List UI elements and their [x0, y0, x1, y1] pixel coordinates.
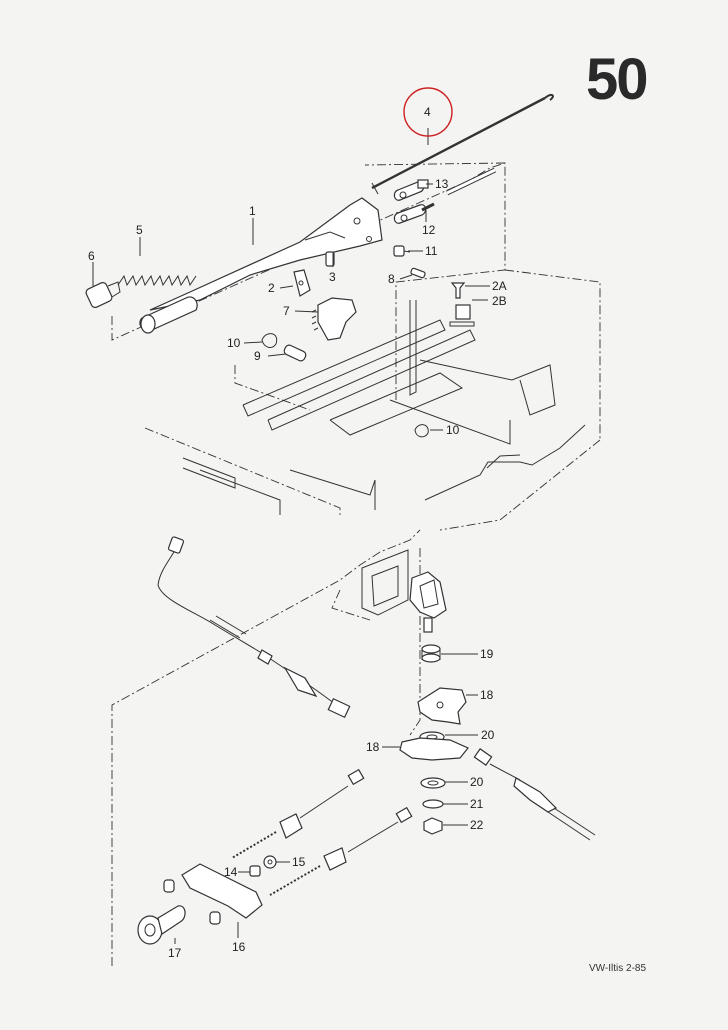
page-number: 50 [586, 47, 648, 112]
main-brake-cable [157, 536, 351, 719]
equalizer-part-18-lower [399, 737, 469, 761]
callout-9: 9 [254, 349, 261, 363]
rear-cable-right [473, 748, 596, 841]
equalizer-part-18-upper [417, 687, 467, 725]
pin-part-8 [410, 267, 426, 279]
pin-part-11 [393, 245, 411, 257]
ratchet-segment-part-7 [311, 297, 357, 341]
screw-part-2a [450, 282, 466, 299]
spacer-part-19 [421, 644, 441, 663]
threaded-rod-pair [445, 167, 497, 196]
pin-part-9 [283, 344, 307, 362]
bolt-part-3 [325, 251, 335, 267]
callout-7: 7 [283, 304, 290, 318]
washer-part-20-lower [420, 777, 446, 789]
callout-5: 5 [136, 223, 143, 237]
callout-10-upper: 10 [227, 336, 241, 350]
callout-1: 1 [249, 204, 256, 218]
callout-2: 2 [268, 281, 275, 295]
leader-lines [92, 128, 490, 944]
callout-2b: 2B [492, 294, 507, 308]
nut-part-22 [423, 817, 443, 835]
footer-model-date: VW-Iltis 2-85 [589, 963, 647, 974]
callout-16: 16 [232, 940, 246, 954]
pawl-part-2 [293, 269, 311, 297]
callout-20-lower: 20 [470, 775, 484, 789]
callout-11: 11 [425, 244, 438, 258]
push-button-part-6 [85, 281, 121, 308]
callout-20-upper: 20 [481, 728, 495, 742]
mounting-box [361, 549, 409, 616]
cable-rod-part-4 [371, 93, 554, 195]
equalizer-bracket [409, 571, 447, 633]
handbrake-lever-part-1 [139, 197, 383, 334]
rear-cable-left-lower [269, 806, 413, 896]
callout-18-upper: 18 [480, 688, 494, 702]
callout-19: 19 [480, 647, 494, 661]
callout-6: 6 [88, 249, 95, 263]
clevis-part-13 [393, 179, 429, 201]
callout-17: 17 [168, 946, 182, 960]
callout-2a: 2A [492, 279, 507, 293]
mount-part-2b [449, 304, 475, 327]
clip-part-10-upper [261, 333, 278, 348]
callout-3: 3 [329, 270, 336, 284]
callout-8: 8 [388, 272, 395, 286]
callout-22: 22 [470, 818, 484, 832]
callout-10-lower: 10 [446, 423, 460, 437]
lower-frame-line [111, 529, 421, 966]
clevis-part-12 [393, 202, 435, 224]
highlight-circle-part-4 [403, 87, 453, 137]
nut-part-15 [263, 855, 277, 869]
spring-part-5 [117, 274, 197, 287]
callout-4: 4 [424, 105, 431, 119]
callout-21: 21 [470, 797, 484, 811]
callout-12: 12 [422, 223, 436, 237]
clip-part-10-lower [414, 424, 429, 438]
vehicle-floor-section [144, 269, 601, 531]
rear-cable-left-upper [231, 768, 365, 859]
callout-15: 15 [292, 855, 306, 869]
washer-part-21 [422, 799, 444, 809]
bushing-part-14 [249, 865, 261, 877]
callout-13: 13 [435, 177, 449, 191]
grommet-part-17 [137, 905, 186, 945]
lower-frame-line-3 [331, 589, 371, 621]
lever-frame-line-2 [364, 162, 506, 166]
guide-plate-part-16 [163, 863, 263, 925]
callout-18-lower: 18 [366, 740, 380, 754]
callout-14: 14 [224, 865, 238, 879]
